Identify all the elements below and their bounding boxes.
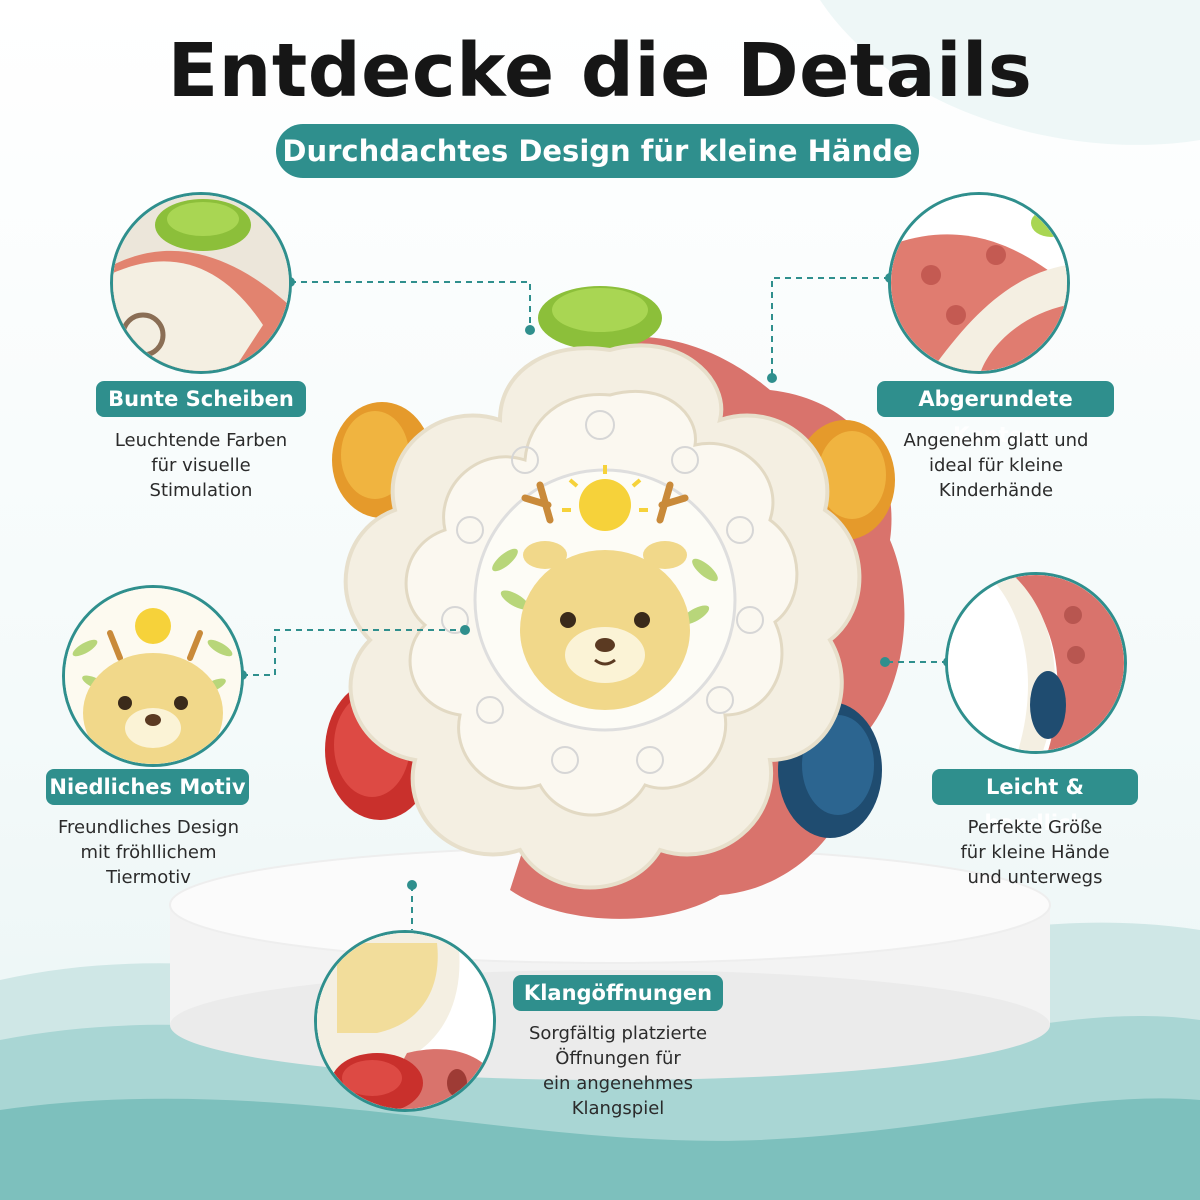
feature-description-line: Freundliches Design (58, 817, 239, 838)
feature-description-line: Stimulation (149, 480, 253, 501)
feature-description-line: Perfekte Größe (967, 817, 1103, 838)
detail-circle-motif (62, 585, 244, 767)
feature-description-bunte-scheiben: Leuchtende Farben für visuelle Stimulati… (86, 428, 316, 503)
feature-description-line: Leuchtende Farben (114, 430, 288, 451)
detail-circle-edges (888, 192, 1070, 374)
feature-description-line: Sorgfältig platzierte (528, 1023, 708, 1044)
feature-description-line: Klangspiel (571, 1098, 665, 1119)
feature-description-niedliches-motiv: Freundliches Design mit fröhllichem Tier… (36, 815, 261, 890)
feature-description-line: mit fröhllichem (80, 842, 217, 863)
feature-label-abgerundete-kanten: Abgerundete Kanten (877, 381, 1114, 447)
deer-face-icon (520, 481, 690, 710)
feature-description-line: Tiermotiv (106, 867, 191, 888)
feature-label-klangoeffnungen: Klangöffnungen (513, 975, 723, 1011)
feature-label-bunte-scheiben: Bunte Scheiben (96, 381, 306, 417)
tambourine-product (325, 286, 905, 919)
page-title: Entdecke die Details (167, 28, 1033, 114)
feature-description-line: Angenehm glatt und (903, 430, 1089, 451)
detail-circle-handy (945, 572, 1127, 754)
feature-description-klangoeffnungen: Sorgfältig platzierte Öffnungen für ein … (498, 1021, 738, 1121)
feature-description-line: ideal für kleine (928, 455, 1064, 476)
feature-description-line: Kinderhände (938, 480, 1054, 501)
feature-description-line: Öffnungen für (555, 1048, 681, 1069)
disc-green (538, 286, 662, 350)
detail-circle-sound-holes (314, 930, 496, 1112)
feature-description-leicht-handlich: Perfekte Größe für kleine Hände und unte… (920, 815, 1150, 890)
feature-description-line: und unterwegs (967, 867, 1103, 888)
sun-icon (562, 465, 648, 531)
feature-description-line: ein angenehmes (542, 1073, 694, 1094)
feature-label-niedliches-motiv: Niedliches Motiv (46, 769, 249, 805)
feature-description-abgerundete-kanten: Angenehm glatt und ideal für kleine Kind… (866, 428, 1126, 503)
feature-description-line: für visuelle (151, 455, 251, 476)
subtitle-banner: Durchdachtes Design für kleine Hände (276, 124, 919, 178)
detail-circle-discs (110, 192, 292, 374)
feature-label-leicht-handlich: Leicht & handlich (932, 769, 1138, 835)
feature-description-line: für kleine Hände (960, 842, 1110, 863)
